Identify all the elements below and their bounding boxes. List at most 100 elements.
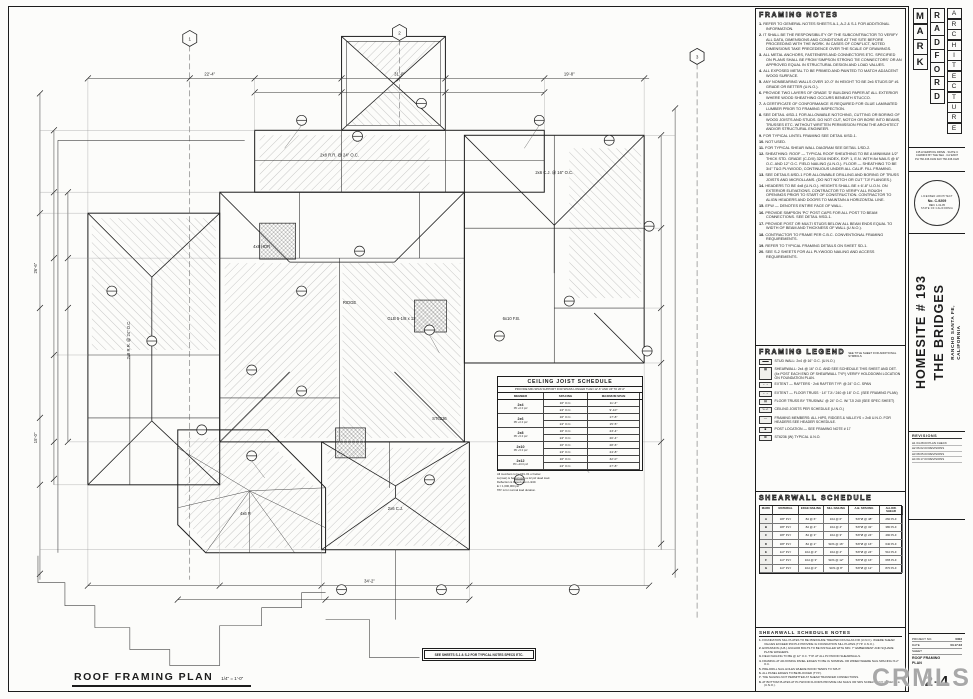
legend-item: ▦ SHEARWALL: 2x4 @ 16" O.C. AND SEE SCHE… bbox=[759, 367, 902, 381]
cj-footnote: Lu(max) is based upon a 12 psf dead load… bbox=[497, 475, 551, 480]
legend-text: SHEARWALL: 2x4 @ 16" O.C. AND SEE SCHEDU… bbox=[774, 367, 901, 380]
svg-text:4x6 P.: 4x6 P. bbox=[240, 511, 251, 516]
svg-text:2x6 C.J. @ 16" O.C.: 2x6 C.J. @ 16" O.C. bbox=[535, 170, 573, 175]
shearwall-mark: C bbox=[760, 531, 773, 540]
sheet-number: 2-4 bbox=[924, 673, 950, 690]
legend-text: POST LOCATION — SEE FRAMING NOTE # 17 bbox=[774, 426, 851, 431]
shearwall-column-header: A.B. SPACING bbox=[849, 506, 880, 516]
project-location-line1: RANCHO SANTA FE, bbox=[949, 305, 955, 360]
sheet-label-row: SHEET bbox=[912, 649, 962, 656]
shearwall-notes-panel: SHEARWALL SCHEDULE NOTES FOUNDATION SILL… bbox=[755, 627, 906, 692]
framing-note: SEE DETAILS 8/SD-1 FOR ALLOWABLE DRILLIN… bbox=[765, 172, 899, 182]
legend-item: ←→ EXTENT — FLOOR TRUSS · 14" TJI / 240 … bbox=[759, 390, 902, 397]
firm-letter: F bbox=[929, 48, 945, 63]
grid-lines bbox=[189, 39, 698, 620]
firm-letter: A bbox=[929, 21, 945, 36]
shearwall-table-rows: A 3/8" PLY 8d @ 6" 16d @ 6" 5/8"Ø @ 48" … bbox=[760, 515, 903, 573]
project-name-line1: HOMESITE # 193 bbox=[913, 275, 928, 390]
plan-note-box: SEE SHEETS S-1 & S-2 FOR TYPICAL NOTES S… bbox=[422, 647, 536, 662]
dimension-lines bbox=[39, 78, 676, 600]
framing-note: SEE DETAIL 4/SD-1 FOR ALLOWABLE NOTCHING… bbox=[763, 113, 901, 132]
shearwall-mark: G bbox=[760, 564, 773, 573]
legend-symbol: ▬▬ bbox=[759, 359, 772, 365]
framing-notes-title: FRAMING NOTES bbox=[759, 12, 839, 20]
svg-text:4x8 HDR: 4x8 HDR bbox=[253, 244, 270, 249]
project-number-row: PROJECT NO. 0303 bbox=[912, 636, 962, 643]
framing-note: ALL EXPOSED METAL TO BE PRIMED AND PAINT… bbox=[763, 69, 899, 78]
legend-symbol: ←→ bbox=[759, 390, 772, 397]
svg-text:26'-6": 26'-6" bbox=[33, 262, 38, 273]
framing-note: PROVIDE TWO LAYERS OF GRADE 'D' BUILDING… bbox=[763, 91, 898, 100]
legend-item: C.J. CEILING JOISTS PER SCHEDULE (U.N.O.… bbox=[759, 407, 902, 414]
sheet-info-block: PROJECT NO. 0303 DATE 03.17.03 SHEET ROO… bbox=[909, 634, 965, 692]
revision-row: Δ4 09.17.03 REVISIONS bbox=[912, 457, 962, 464]
cj-footnotes: All members to be DFL #1 or better.Lu(ma… bbox=[497, 471, 643, 493]
ceiling-joist-schedule: CEILING JOIST SCHEDULE PROVIDE MID-SPAN … bbox=[497, 376, 643, 493]
svg-text:2x8 R.R. @ 24" O.C.: 2x8 R.R. @ 24" O.C. bbox=[126, 321, 131, 360]
legend-symbol: ←→ bbox=[759, 382, 772, 389]
roof-framing-plan-drawing: 1 2 3 bbox=[33, 23, 705, 666]
shearwall-row: C 3/8" PLY 8d @ 3" 16d @ 3" 5/8"Ø @ 24" … bbox=[760, 531, 903, 540]
legend-text: FLOOR TRUSS BY 'TRUSWAL' @ 24" O.C. W/ T… bbox=[774, 399, 895, 404]
firm-letter: R bbox=[929, 75, 945, 90]
stamp-license-number: No. C-9209 bbox=[927, 199, 947, 203]
legend-text: EXTENT — RAFTERS · 2x6 RAFTER TYP. @ 24"… bbox=[774, 382, 872, 387]
hip-valley-lines bbox=[87, 36, 645, 551]
revisions-spare-space bbox=[909, 520, 965, 634]
firm-contact-line: CARDIFF BY THE SEA · CA 92007 bbox=[915, 154, 959, 158]
firm-letter: M bbox=[912, 8, 928, 25]
svg-text:6x10 F.B.: 6x10 F.B. bbox=[503, 316, 520, 321]
framing-note: A CERTIFICATE OF CONFORMANCE IS REQUIRED… bbox=[763, 102, 898, 111]
architect-stamp: LICENSED ARCHITECT No. C-9209 REN. 1-31-… bbox=[914, 179, 960, 226]
framing-note: PROVIDE POST OR MULTI STUDS BELOW ALL BE… bbox=[765, 221, 893, 231]
framing-note: NOT USED. bbox=[765, 139, 786, 144]
svg-text:15'-0": 15'-0" bbox=[33, 432, 38, 443]
revision-row: Δ3 08.05.03 REVISIONS bbox=[912, 452, 962, 458]
svg-text:2: 2 bbox=[398, 30, 401, 35]
stamp-text: STATE OF CALIFORNIA bbox=[920, 207, 954, 210]
svg-text:2x8 R.R. @ 24" O.C.: 2x8 R.R. @ 24" O.C. bbox=[320, 152, 359, 157]
legend-text: ST6236 (W) TYPICAL U.N.O. bbox=[774, 434, 821, 439]
legend-item: — FRAMING MEMBERS: ALL HIPS, RIDGES & VA… bbox=[759, 415, 902, 425]
svg-text:22'-4": 22'-4" bbox=[204, 71, 215, 76]
shearwall-row: A 3/8" PLY 8d @ 6" 16d @ 6" 5/8"Ø @ 48" … bbox=[760, 515, 903, 524]
skylight-markers bbox=[259, 222, 447, 459]
firm-letter: K bbox=[912, 54, 928, 71]
plan-title-row: ROOF FRAMING PLAN 1/4" = 1'-0" bbox=[72, 671, 252, 687]
firm-letter: D bbox=[929, 89, 945, 104]
shearwall-notes-list: FOUNDATION SILL PLATES TO BE PRESSURE TR… bbox=[759, 638, 902, 688]
shearwall-mark: B bbox=[760, 523, 773, 532]
ceiling-joist-schedule-header: MEMBER SPACING MAXIMUM SPAN bbox=[498, 393, 642, 401]
legend-item: ■ POST LOCATION — SEE FRAMING NOTE # 17 bbox=[759, 426, 902, 433]
svg-text:2x6 C.J.: 2x6 C.J. bbox=[388, 506, 403, 511]
svg-text:1: 1 bbox=[189, 36, 192, 41]
svg-text:3: 3 bbox=[696, 54, 699, 59]
crmls-watermark: CRMLS bbox=[872, 664, 971, 692]
revision-row: Δ2 06.02.03 REVISIONS bbox=[912, 446, 962, 452]
project-location-line2: CALIFORNIA bbox=[955, 325, 961, 360]
legend-symbol: ■ bbox=[759, 426, 772, 433]
framing-note: ALL METAL ANCHORS, FASTENERS AND CONNECT… bbox=[763, 53, 902, 67]
framing-notes-panel: FRAMING NOTES REFER TO GENERAL NOTES SHE… bbox=[755, 8, 906, 346]
firm-letter: E bbox=[946, 122, 962, 134]
shearwall-notes-title: SHEARWALL SCHEDULE NOTES bbox=[759, 630, 902, 637]
shearwall-row: G 1/2" PLY 10d @ 2" SDS @ 8" 5/8"Ø @ 12"… bbox=[760, 564, 903, 573]
cj-footnote: All members to be DFL #1 or better. bbox=[497, 471, 542, 476]
cj-col-span: MAXIMUM SPAN bbox=[588, 393, 640, 400]
svg-text:34'-2": 34'-2" bbox=[364, 579, 375, 584]
framing-note: SEE S-2 SHEETS FOR ALL PLYWOOD NAILING A… bbox=[765, 249, 875, 259]
